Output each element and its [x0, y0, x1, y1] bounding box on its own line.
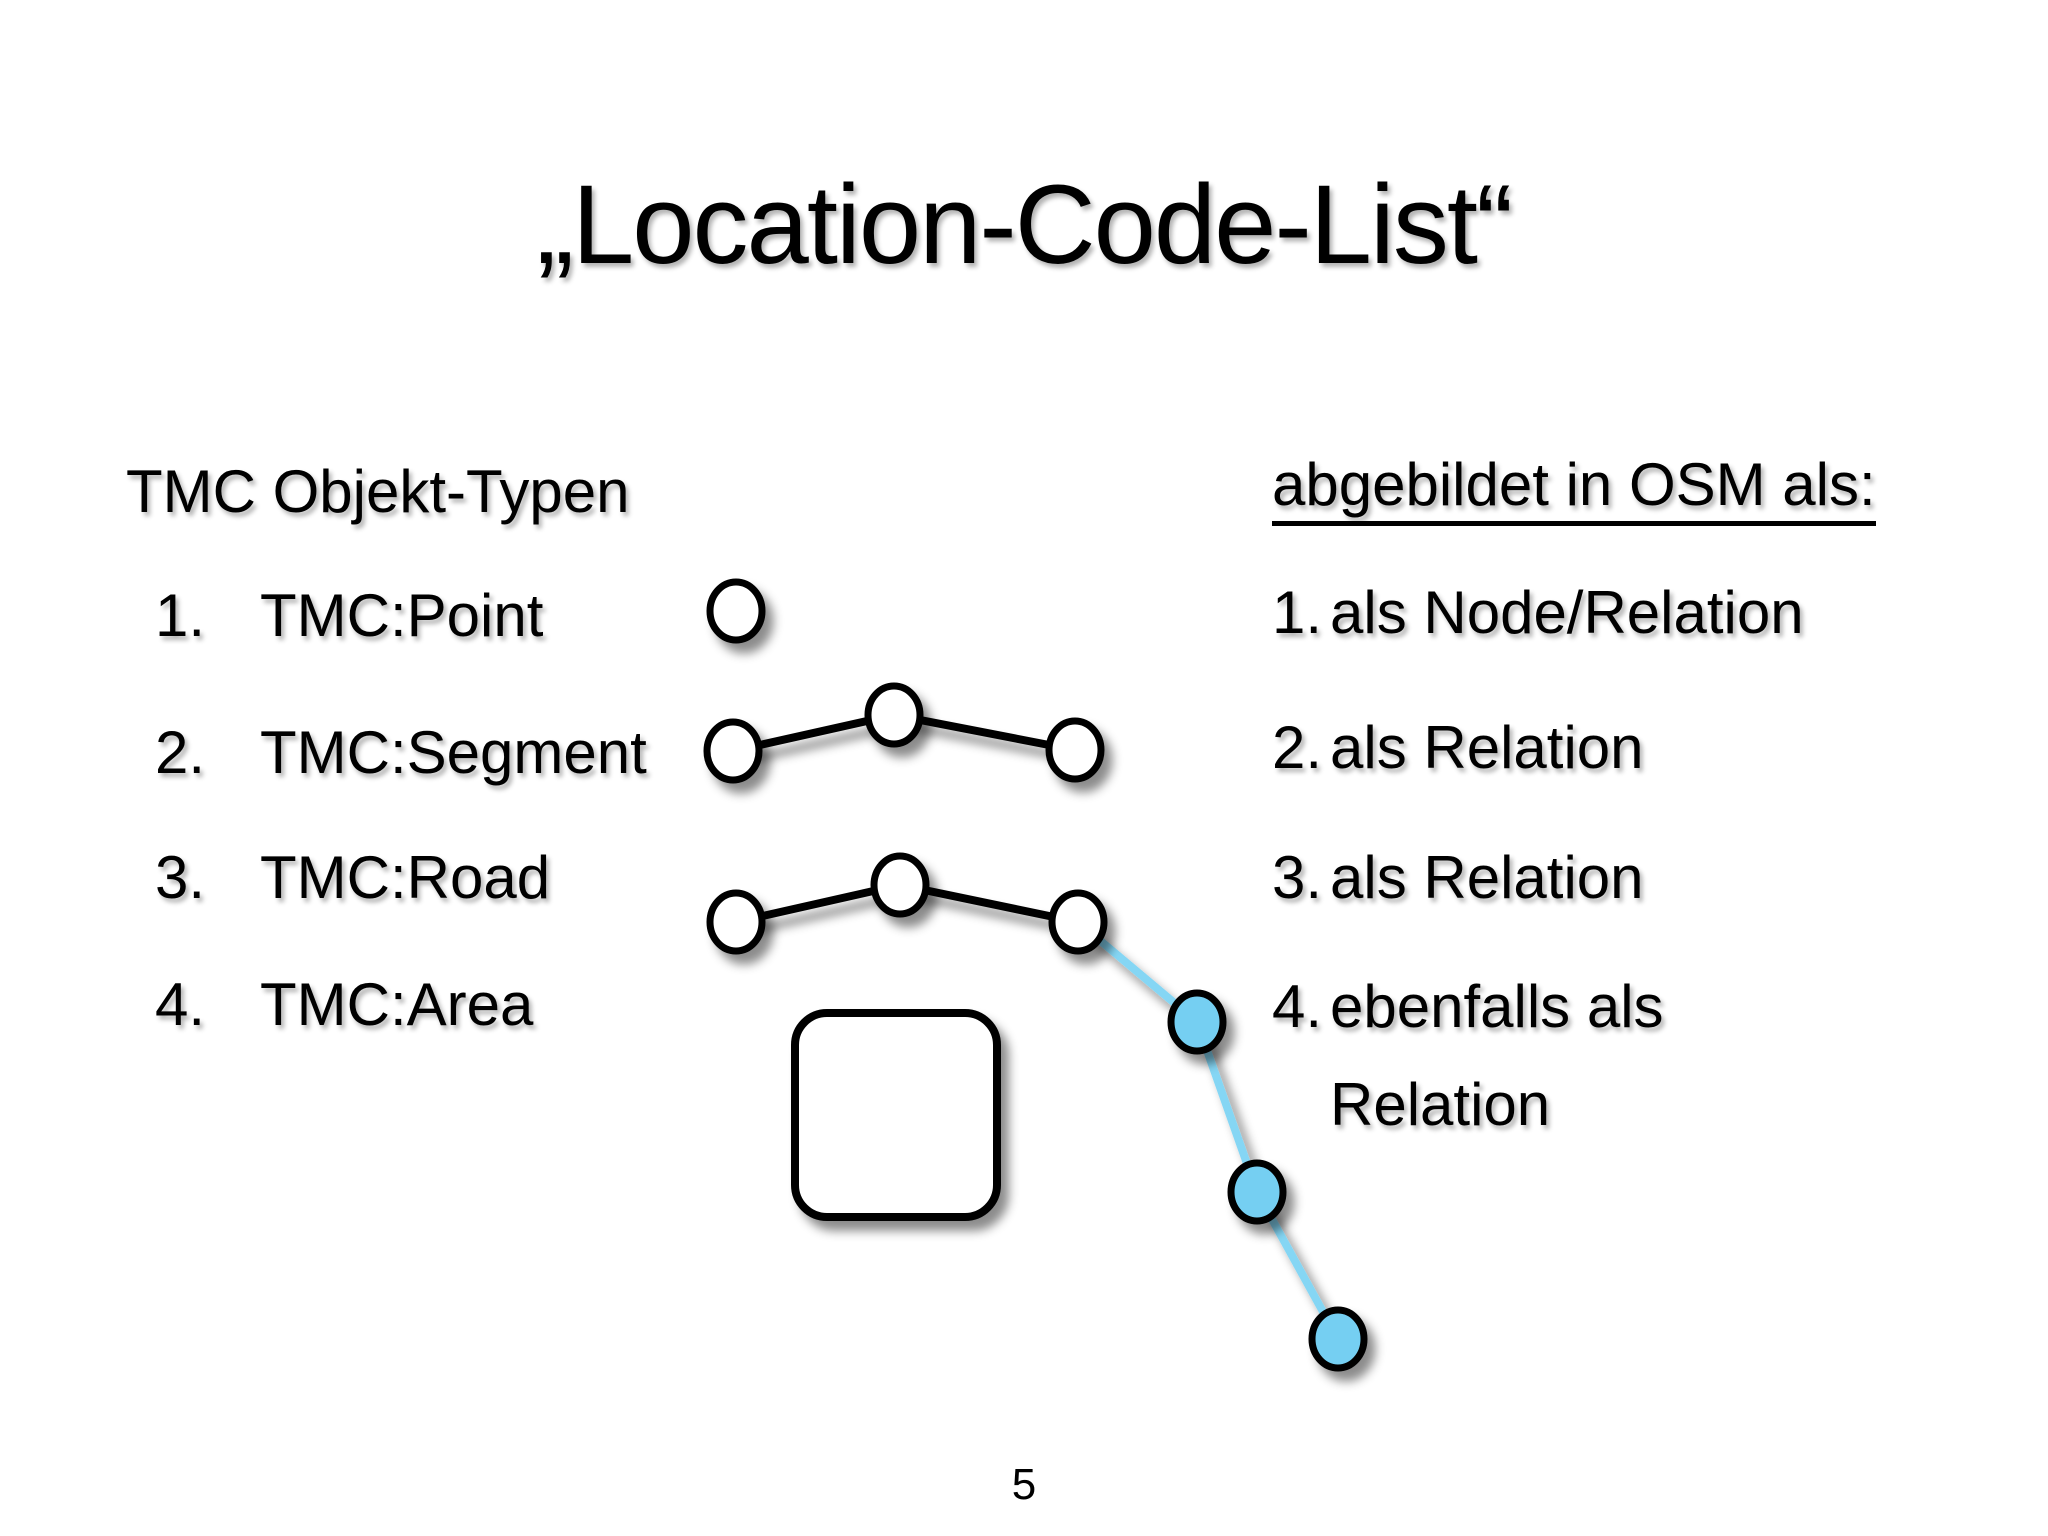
list-item-tmc-road: 3. TMC:Road — [155, 842, 550, 914]
list-number: 3. — [155, 844, 206, 911]
area-rect — [791, 1009, 1001, 1221]
list-item-osm-relation-2: 2. als Relation — [1272, 712, 1644, 784]
road-extension-blue-line — [1074, 918, 1342, 1343]
list-item-tmc-segment: 2. TMC:Segment — [155, 717, 647, 789]
list-number: 1. — [1272, 579, 1323, 646]
road-blue-node — [1167, 989, 1227, 1055]
list-label-line2: Relation — [1330, 1071, 1551, 1138]
segment-node — [864, 682, 924, 748]
list-number: 4. — [155, 971, 206, 1038]
list-label: TMC:Area — [260, 971, 534, 1038]
list-item-tmc-point: 1. TMC:Point — [155, 580, 543, 652]
list-label: als Node/Relation — [1330, 579, 1804, 646]
list-label: TMC:Segment — [260, 719, 647, 786]
road-node — [870, 852, 930, 918]
list-number: 4. — [1272, 973, 1323, 1040]
road-blue-node — [1227, 1159, 1287, 1225]
list-number: 2. — [155, 719, 206, 786]
list-label: als Relation — [1330, 714, 1644, 781]
slide-title: „Location-Code-List“ — [536, 162, 1514, 287]
list-label-line1: ebenfalls als — [1330, 973, 1664, 1040]
road-blue-node — [1308, 1306, 1368, 1372]
list-item-osm-node-relation: 1. als Node/Relation — [1272, 577, 1804, 649]
list-number: 2. — [1272, 714, 1323, 781]
segment-node — [703, 718, 763, 784]
point-node — [706, 578, 766, 644]
list-label: TMC:Road — [260, 844, 551, 911]
list-item-osm-relation-4: 4. ebenfalls als Relation — [1272, 971, 1664, 1141]
road-node — [706, 889, 766, 955]
page-number: 5 — [1011, 1460, 1037, 1509]
road-node — [1048, 889, 1108, 955]
list-number: 1. — [155, 582, 206, 649]
right-column-header-text: abgebildet in OSM als: — [1272, 451, 1876, 526]
segment-node — [1045, 717, 1105, 783]
list-label: ebenfalls als Relation — [1330, 971, 1664, 1141]
left-column-header: TMC Objekt-Typen — [126, 458, 630, 525]
list-item-osm-relation-3: 3. als Relation — [1272, 842, 1644, 914]
list-label: als Relation — [1330, 844, 1644, 911]
list-number: 3. — [1272, 844, 1323, 911]
list-label: TMC:Point — [260, 582, 544, 649]
list-item-tmc-area: 4. TMC:Area — [155, 969, 533, 1041]
right-column-header: abgebildet in OSM als: — [1272, 451, 1876, 526]
